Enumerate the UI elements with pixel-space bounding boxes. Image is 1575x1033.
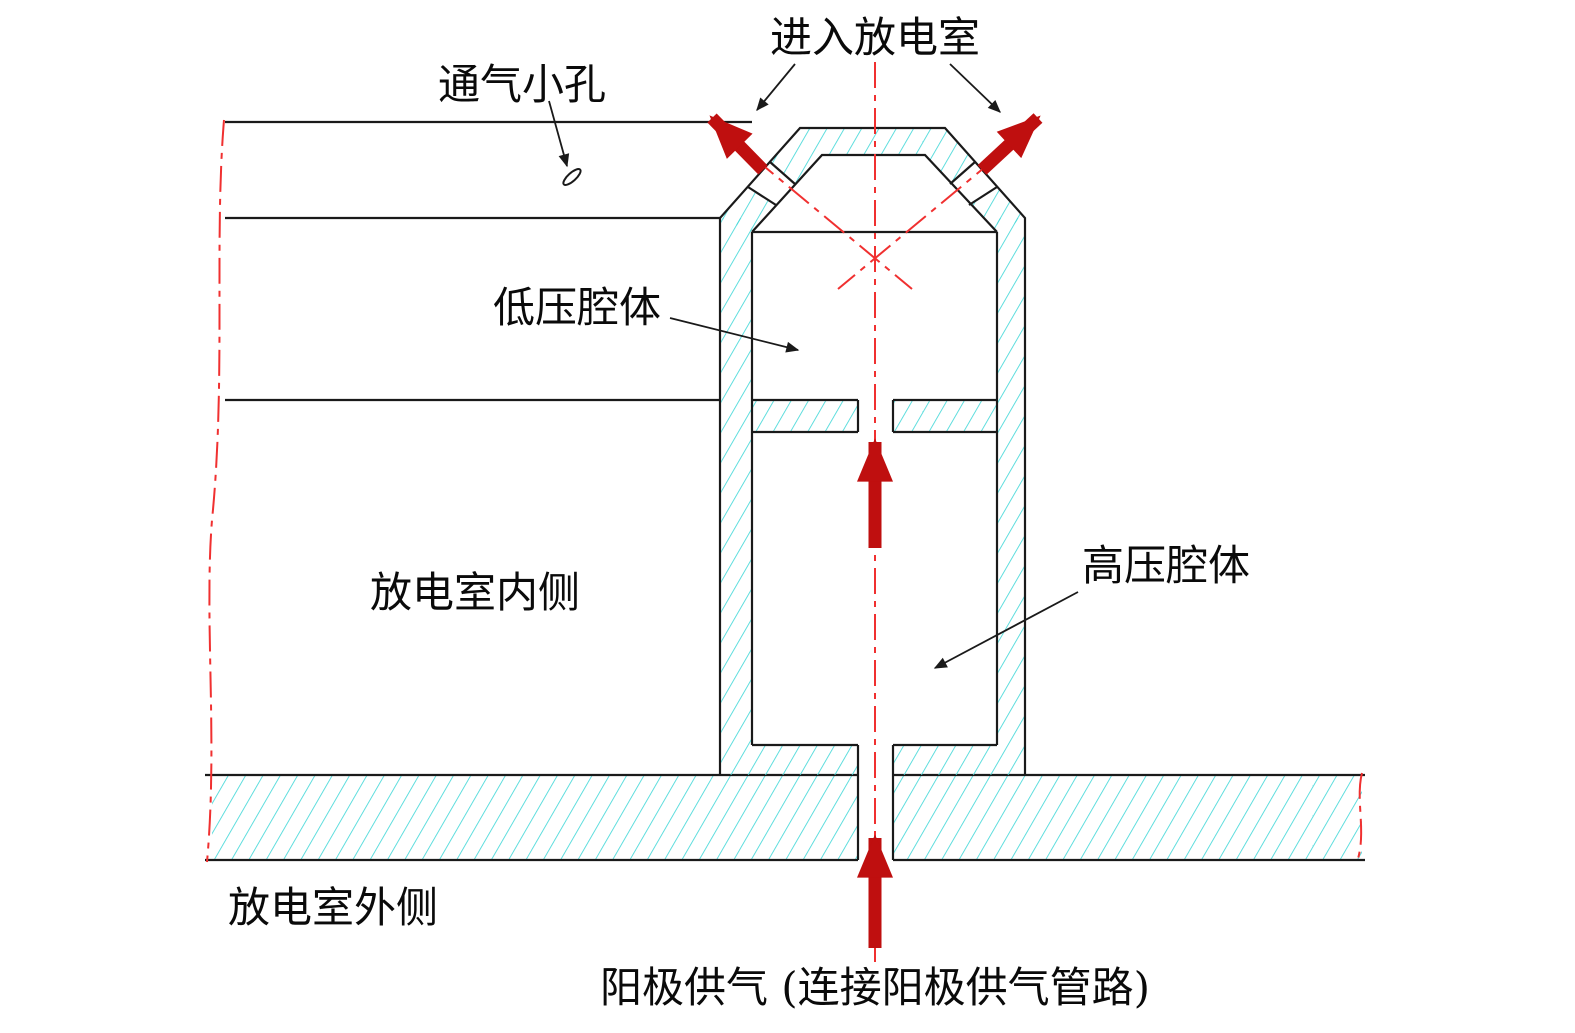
vent-hole-leader: [548, 100, 570, 168]
high-pressure-leader: [933, 591, 1079, 669]
label-vent-hole: 通气小孔: [438, 60, 606, 109]
vent-slot-left-edge-a: [747, 186, 777, 206]
vent-exit-arrow-left: [707, 113, 768, 175]
chamber-top-wall: [225, 120, 752, 402]
vent-slot-right-edge-a: [968, 186, 998, 206]
vent-slot-left-edge-b: [769, 161, 796, 185]
cap-inner-outline: [751, 153, 998, 233]
diagram-labels: 通气小孔 进入放电室 低压腔体 放电室内侧 高压腔体 放电室外侧 阳极供气 (连…: [228, 13, 1250, 1012]
chamber-bottom-wall: [205, 773, 1365, 862]
flow-arrows: [707, 113, 1043, 948]
low-pressure-leader: [669, 317, 800, 353]
vent-hole-ellipse: [562, 168, 582, 186]
right-wall-hatch: [997, 218, 1025, 775]
into-chamber-leader-right: [949, 63, 1001, 113]
vent-slot-right-edge-b: [949, 161, 976, 185]
mid-plate-hatch-left: [752, 400, 858, 432]
mid-plate-hatch-right: [893, 400, 997, 432]
leader-arrows: [548, 63, 1079, 669]
label-discharge-chamber-inner-side: 放电室内侧: [370, 568, 580, 617]
label-into-discharge-chamber: 进入放电室: [770, 13, 980, 62]
left-wall-hatch: [720, 218, 752, 775]
vent-exit-arrow-right: [977, 113, 1043, 175]
bottom-wall-hatch-right: [893, 775, 1362, 860]
label-discharge-chamber-outer-side: 放电室外侧: [228, 883, 438, 932]
break-line-left: [206, 119, 225, 863]
body-outer-outline: [718, 126, 1027, 775]
vent-axis-left: [717, 127, 913, 290]
gas-distributor-body: [718, 126, 1027, 860]
bottom-plate-hatch-left: [752, 745, 858, 775]
bottom-plate-hatch-right: [893, 745, 997, 775]
cap-hatch: [720, 128, 1025, 232]
break-line-right: [1356, 772, 1363, 863]
label-anode-gas-supply: 阳极供气 (连接阳极供气管路): [600, 963, 1150, 1012]
break-lines: [206, 119, 1363, 863]
label-high-pressure-cavity: 高压腔体: [1082, 541, 1250, 590]
bottom-wall-hatch-left: [212, 775, 858, 860]
label-low-pressure-cavity: 低压腔体: [493, 283, 661, 332]
into-chamber-leader-left: [756, 63, 796, 112]
vent-axis-right: [837, 127, 1033, 290]
